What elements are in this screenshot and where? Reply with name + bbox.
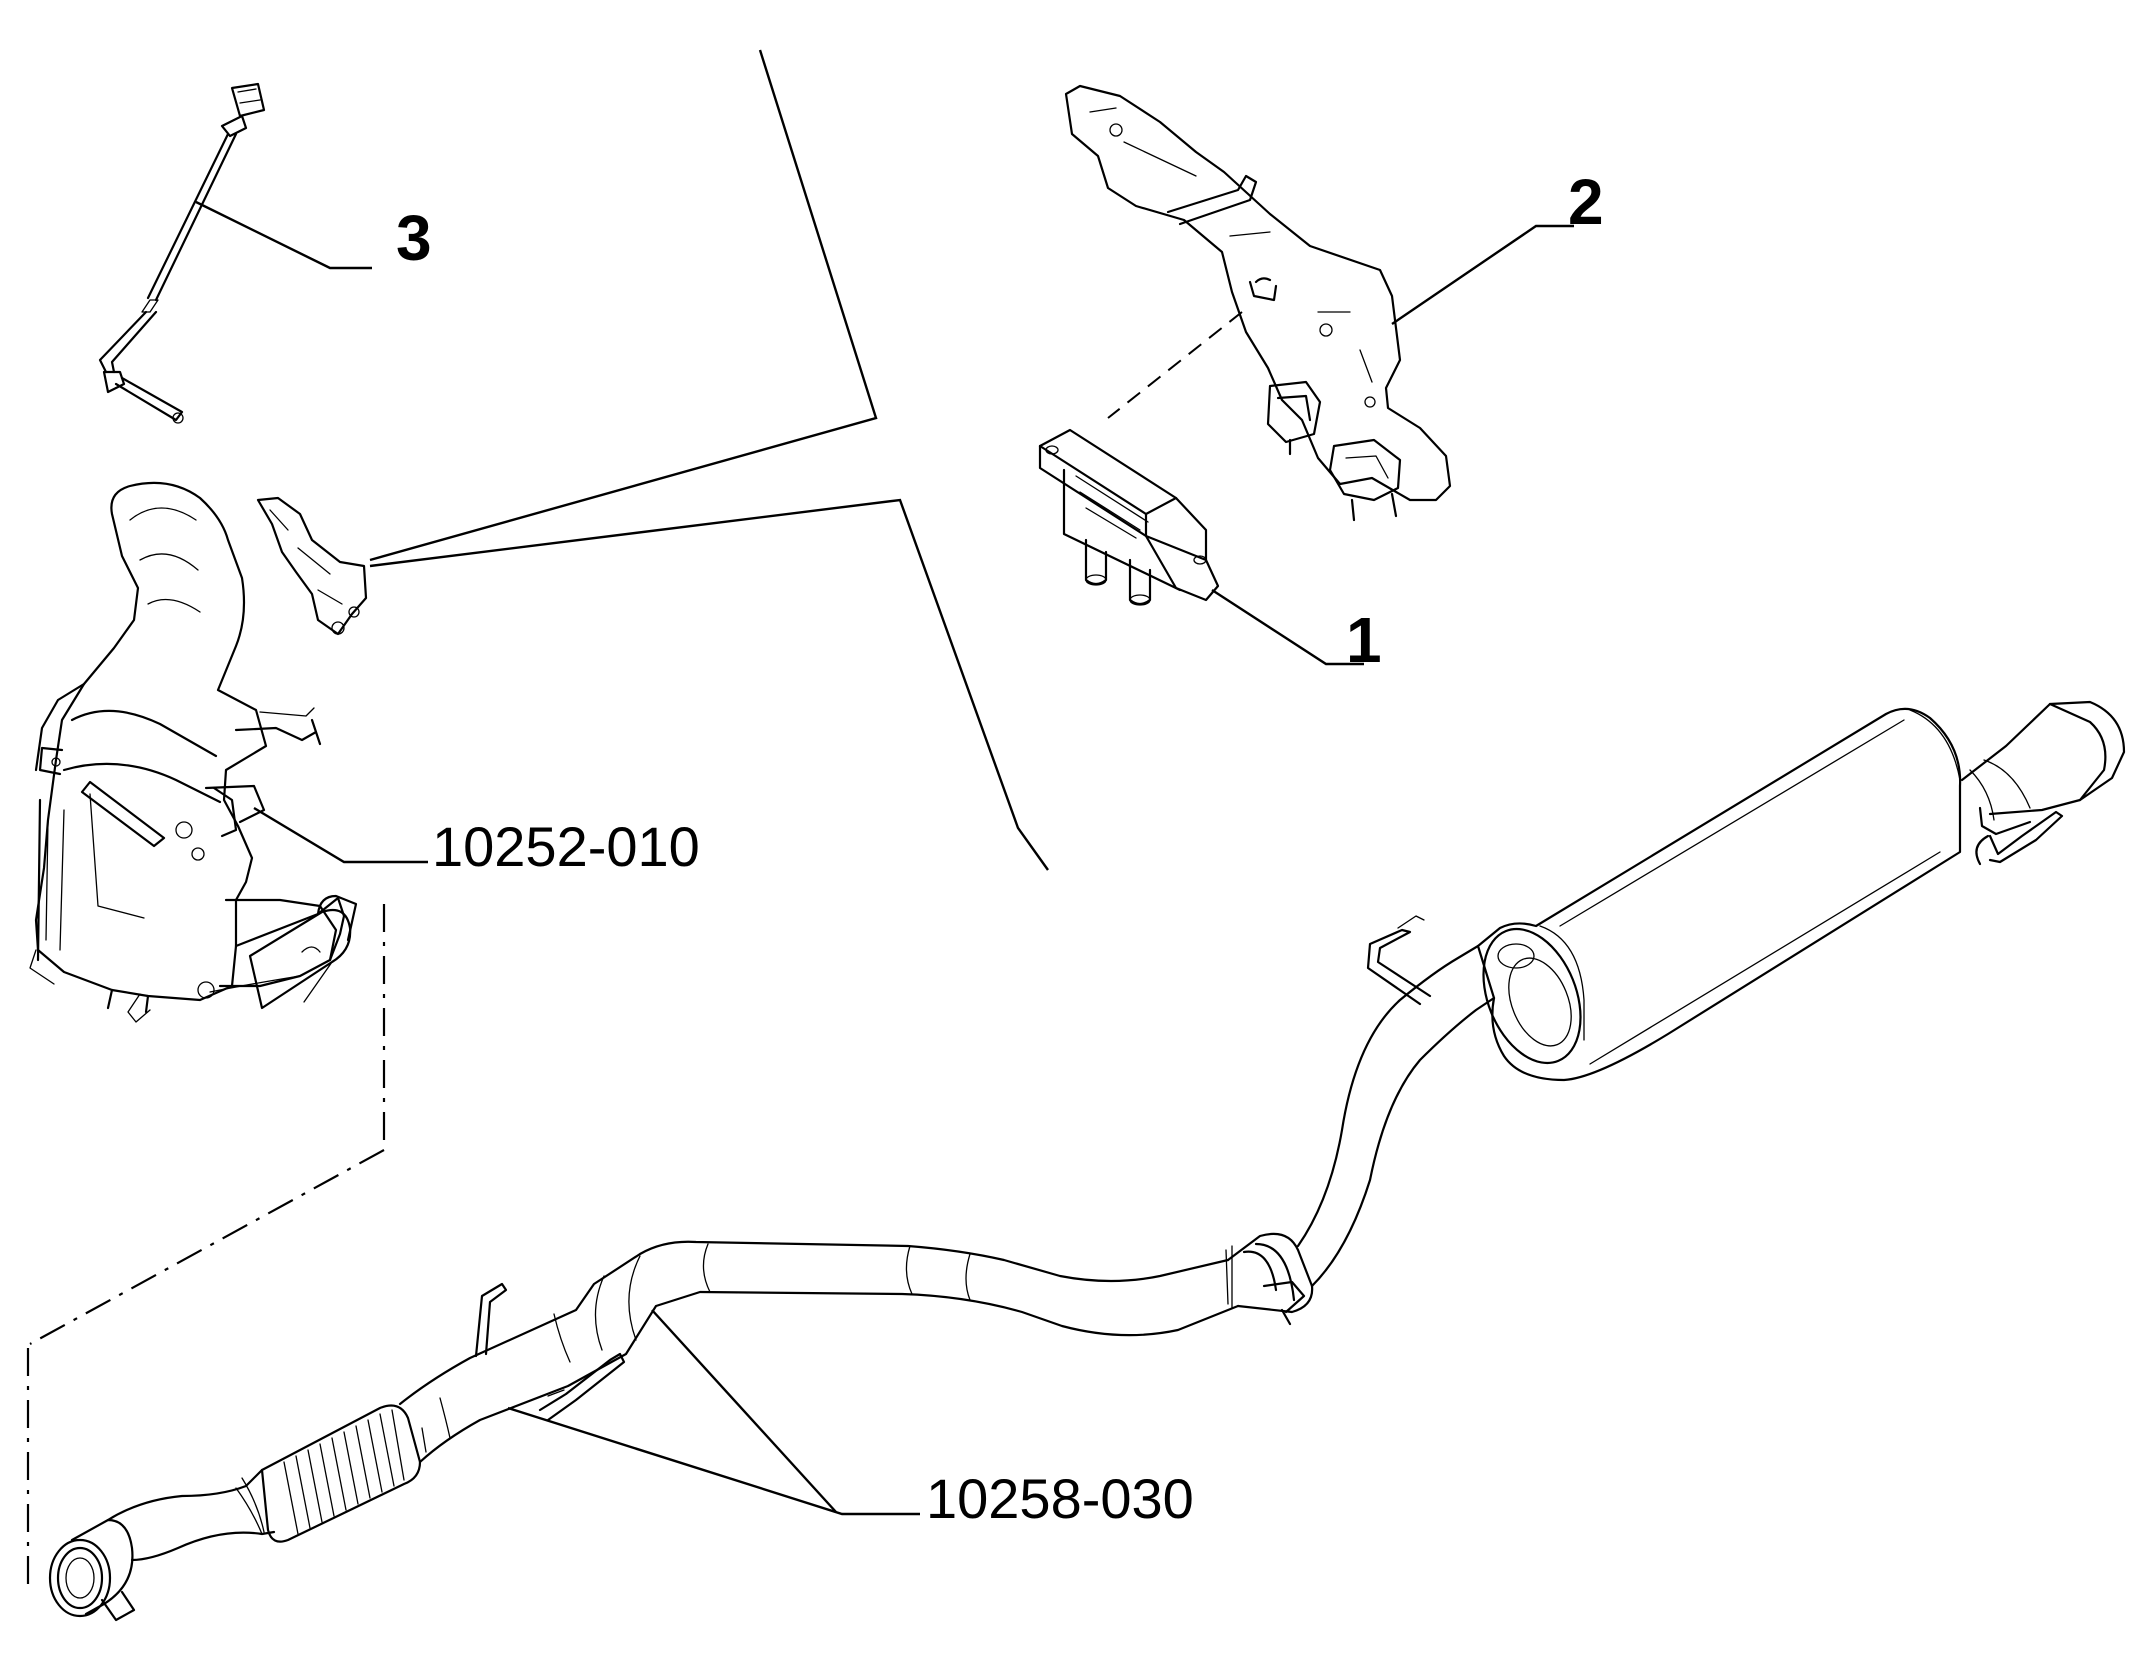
small-bracket-drawing	[256, 496, 368, 636]
callout-2: 2	[1568, 166, 1604, 238]
ref-exhaust-pipe: 10258-030	[926, 1467, 1194, 1530]
callout-3: 3	[396, 202, 432, 274]
temperature-sensor-drawing	[98, 82, 266, 424]
ref-catalytic-converter: 10252-010	[432, 815, 700, 878]
catalytic-converter-drawing	[29, 481, 358, 1023]
exhaust-pipe-drawing	[48, 700, 2126, 1622]
mounting-bracket-drawing	[1064, 84, 1452, 522]
callout-1: 1	[1346, 604, 1382, 676]
pressure-sensor-drawing	[1038, 428, 1220, 606]
leader-lines	[26, 49, 1574, 1594]
front-pipe-drawing	[248, 908, 352, 1010]
